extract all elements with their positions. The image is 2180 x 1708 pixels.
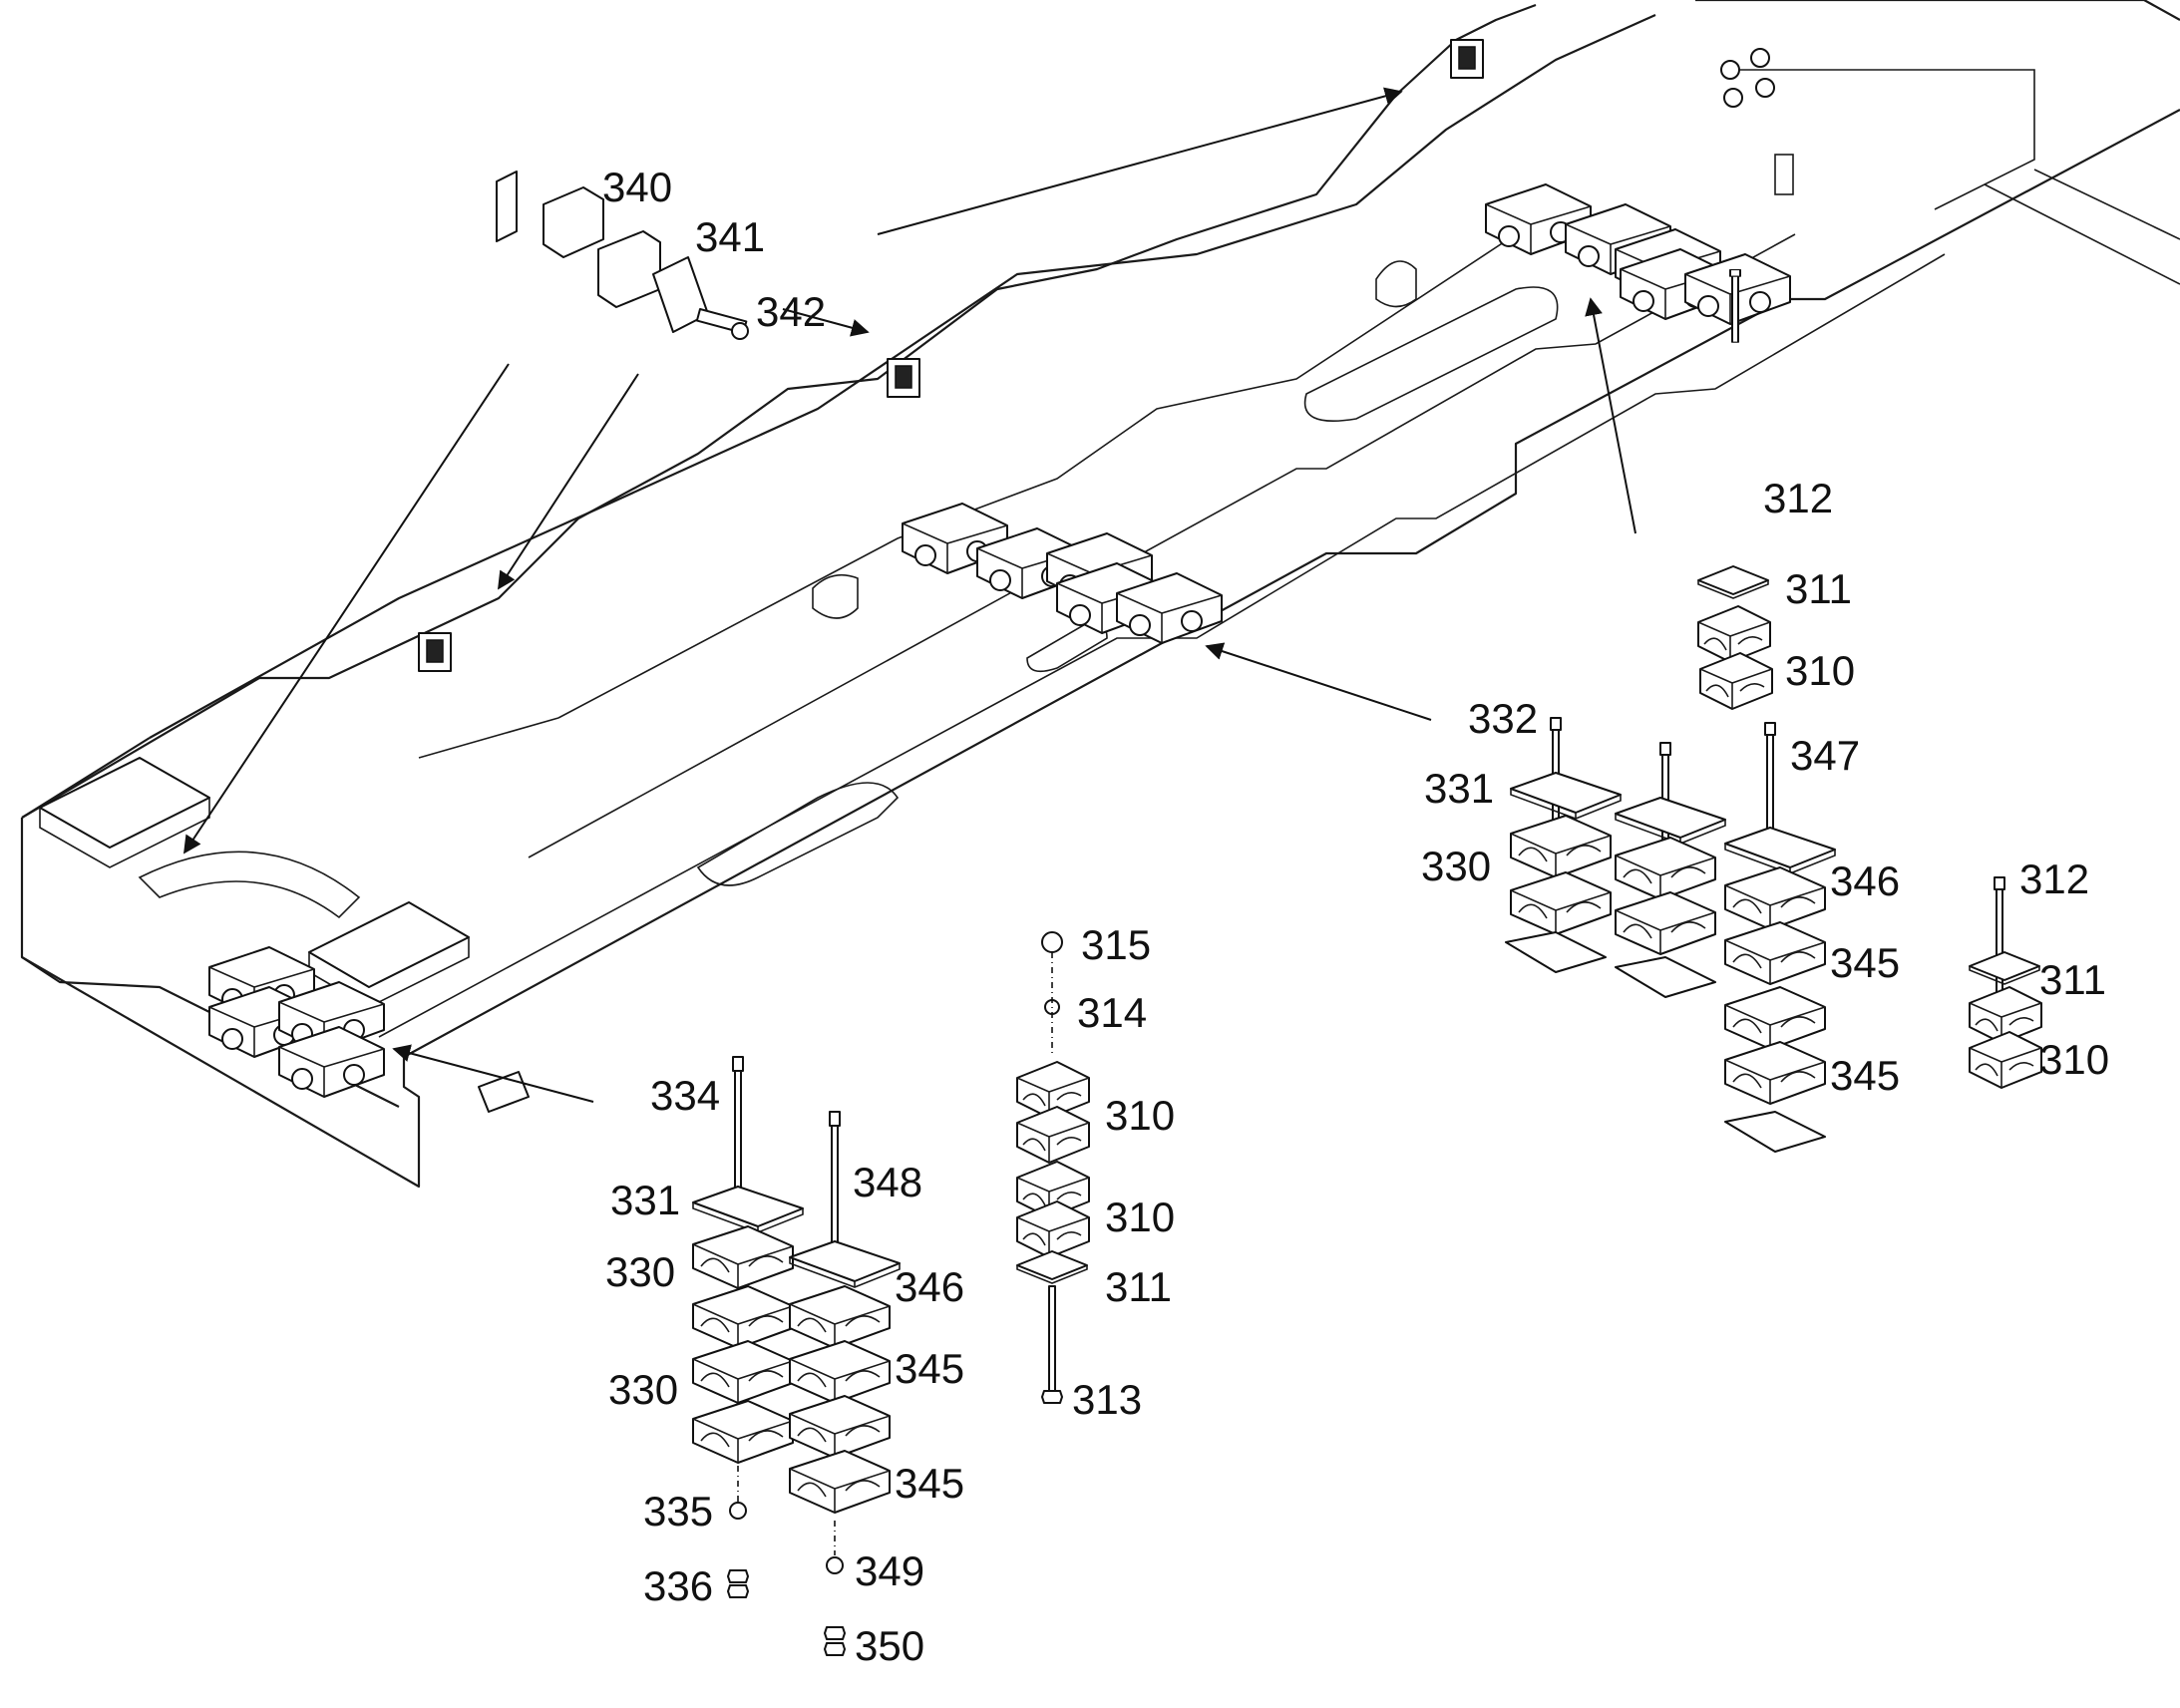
bracket-assembly-340 <box>496 171 749 340</box>
callout-350: 350 <box>855 1622 924 1669</box>
callout-342: 342 <box>756 288 826 335</box>
callout-330: 330 <box>1421 843 1491 889</box>
callout-330: 330 <box>608 1366 678 1413</box>
callout-346: 346 <box>1830 857 1900 904</box>
callout-347: 347 <box>1790 732 1860 779</box>
callout-345: 345 <box>1830 939 1900 986</box>
callout-310: 310 <box>1785 647 1855 694</box>
callout-331: 331 <box>610 1177 680 1223</box>
clamp-stack-346-right <box>1724 722 1836 1153</box>
clamp-stack-345-bottom <box>789 1111 901 1656</box>
callout-349: 349 <box>855 1547 924 1594</box>
callout-334: 334 <box>650 1072 720 1119</box>
clamp-stack-330-right <box>1505 717 1622 973</box>
callout-310: 310 <box>1105 1194 1175 1240</box>
callout-330: 330 <box>605 1248 675 1295</box>
callout-332: 332 <box>1468 695 1538 742</box>
callout-348: 348 <box>853 1159 922 1205</box>
callout-336: 336 <box>643 1562 713 1609</box>
mounted-clamps-middle <box>902 503 1223 644</box>
clamp-assembly-310-top <box>1697 268 1773 710</box>
callout-314: 314 <box>1077 989 1147 1036</box>
callout-345: 345 <box>895 1345 964 1392</box>
callout-313: 313 <box>1072 1376 1142 1423</box>
side-clamp-markers <box>418 39 1484 672</box>
clamp-stack-middle-right <box>1615 742 1726 998</box>
callout-labels: 340 341 342 312 311 310 332 331 330 347 … <box>602 164 2109 1669</box>
callout-310: 310 <box>2039 1036 2109 1083</box>
mounted-clamps-front <box>1485 183 1791 325</box>
callout-345: 345 <box>1830 1052 1900 1099</box>
callout-340: 340 <box>602 164 672 210</box>
callout-335: 335 <box>643 1488 713 1535</box>
callout-311: 311 <box>1105 1263 1172 1310</box>
callout-310: 310 <box>1105 1092 1175 1139</box>
callout-315: 315 <box>1081 921 1151 968</box>
callout-341: 341 <box>695 213 765 260</box>
leader-arrows <box>183 87 1636 1103</box>
clamp-assembly-310-right <box>1969 876 2042 1089</box>
callout-311: 311 <box>1785 565 1852 612</box>
callout-311: 311 <box>2039 956 2106 1003</box>
callout-312: 312 <box>2019 855 2089 902</box>
callout-312: 312 <box>1763 475 1833 521</box>
callout-345: 345 <box>895 1460 964 1507</box>
callout-331: 331 <box>1424 765 1494 812</box>
clamp-stack-310-center <box>1016 931 1090 1404</box>
callout-346: 346 <box>895 1263 964 1310</box>
clamp-stack-330-bottom <box>692 1056 804 1598</box>
